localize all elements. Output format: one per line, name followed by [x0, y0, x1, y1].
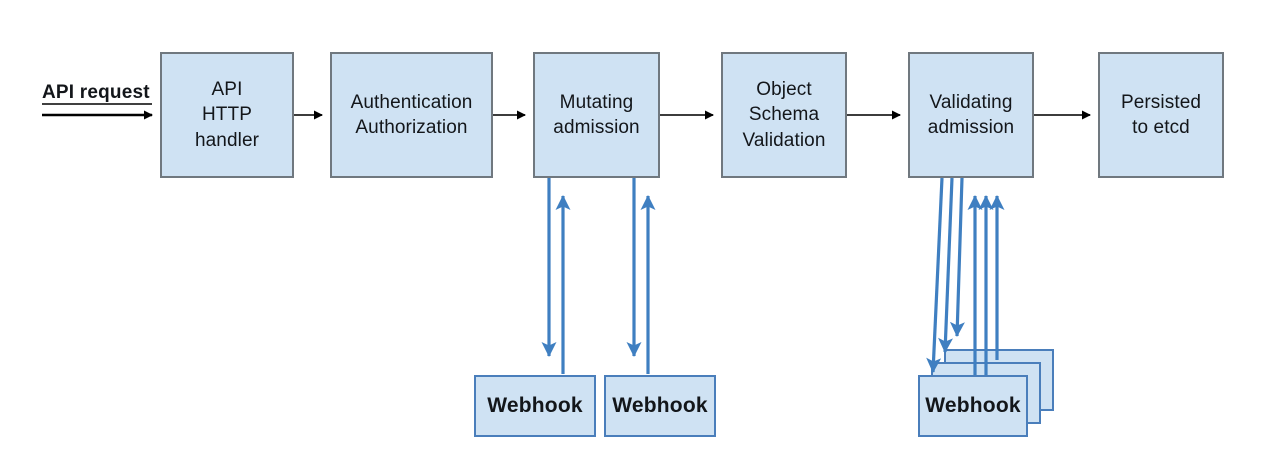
arrow-validating-call-webhook-3: [949, 177, 965, 337]
webhook-label: Webhook: [925, 394, 1021, 417]
stage-label: Mutating admission: [553, 91, 640, 138]
stage-label: Persisted to etcd: [1120, 91, 1202, 138]
stage-api-http-handler[interactable]: API HTTP handler: [160, 52, 294, 178]
webhook-mutating-2[interactable]: Webhook: [604, 375, 716, 437]
stage-object-schema-validation[interactable]: Object Schema Validation: [721, 52, 847, 178]
stage-persisted-to-etcd[interactable]: Persisted to etcd: [1098, 52, 1224, 178]
stage-label: Object Schema Validation: [742, 79, 826, 151]
webhook-label: Webhook: [487, 394, 583, 417]
arrow-validating-call-webhook-1: [926, 177, 944, 373]
stage-authentication-authorization[interactable]: Authentication Authorization: [330, 52, 493, 178]
mutating-webhook-connectors: [541, 178, 656, 374]
arrow-validating-call-webhook-2: [938, 177, 954, 353]
webhook-label: Webhook: [612, 394, 708, 417]
stage-label: Validating admission: [927, 91, 1015, 138]
webhook-validating-stack[interactable]: Webhook: [918, 375, 1028, 437]
stage-label: Authentication Authorization: [350, 91, 473, 138]
webhook-mutating-1[interactable]: Webhook: [474, 375, 596, 437]
stage-label: API HTTP handler: [194, 79, 260, 151]
stage-mutating-admission[interactable]: Mutating admission: [533, 52, 660, 178]
api-request-label: API request: [42, 82, 150, 103]
stage-validating-admission[interactable]: Validating admission: [908, 52, 1034, 178]
